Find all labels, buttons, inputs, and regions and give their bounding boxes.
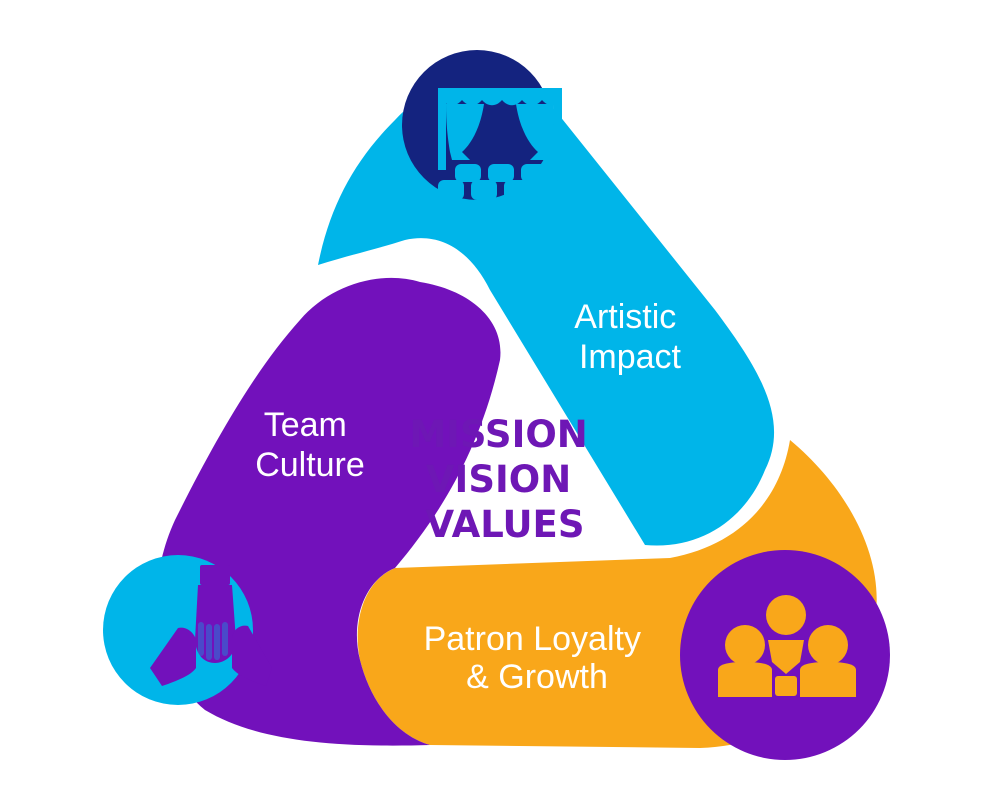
team-culture-label: Team Culture: [255, 406, 365, 484]
mission-vision-values: MISSION VISION VALUES: [409, 413, 600, 546]
artistic-impact-badge: [402, 50, 563, 200]
artistic-impact-label: Artistic Impact: [574, 298, 685, 376]
patron-loyalty-label: Patron Loyalty & Growth: [424, 620, 651, 696]
patron-loyalty-line1: Patron Loyalty: [424, 620, 641, 658]
center-line-values: VALUES: [426, 503, 585, 546]
patron-loyalty-badge: [680, 550, 890, 760]
center-line-vision: VISION: [426, 458, 571, 501]
team-culture-badge: [103, 555, 272, 705]
center-line-mission: MISSION: [409, 413, 587, 456]
audience-group-icon: [718, 595, 856, 697]
team-culture-line2: Culture: [255, 446, 365, 484]
artistic-impact-line1: Artistic: [574, 298, 676, 336]
theater-stage-icon: [438, 88, 563, 200]
artistic-impact-band: [318, 81, 775, 546]
artistic-impact-line2: Impact: [579, 338, 682, 376]
team-culture-line1: Team: [264, 406, 347, 444]
patron-loyalty-line2: & Growth: [466, 658, 608, 696]
stacked-hands-icon: [150, 565, 272, 686]
